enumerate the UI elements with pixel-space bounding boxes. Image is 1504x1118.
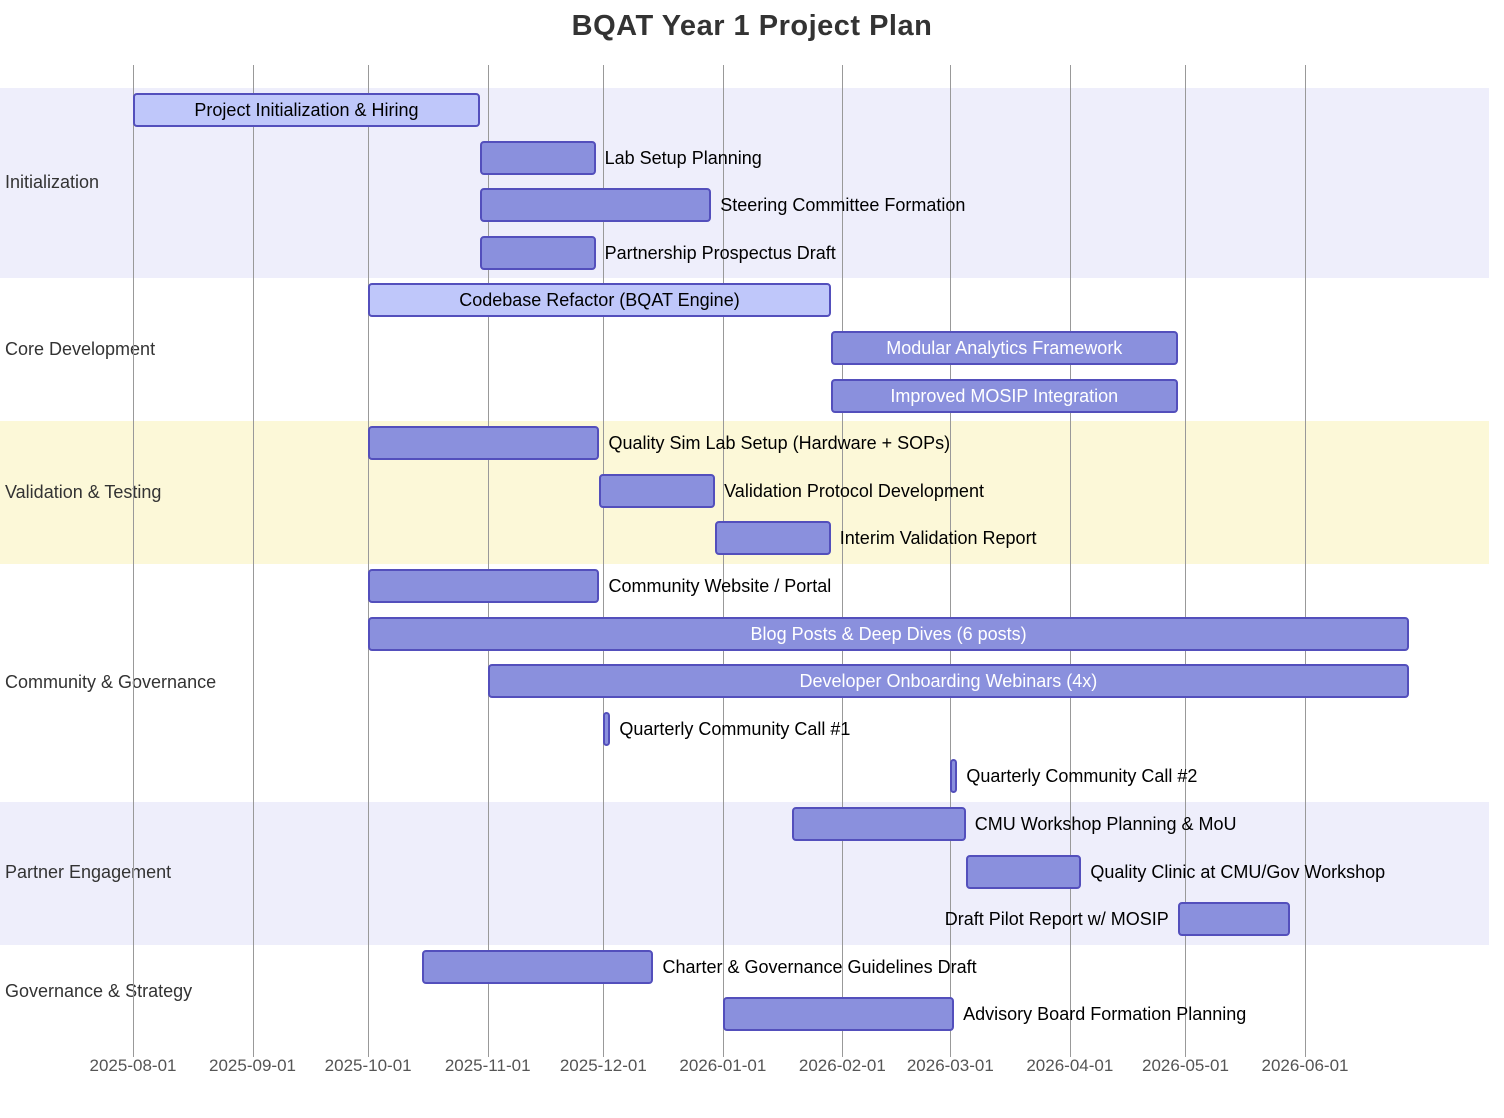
axis-tick (1069, 1050, 1071, 1057)
task-bar (133, 93, 480, 127)
task-label: Advisory Board Formation Planning (963, 1004, 1247, 1025)
task-label: Lab Setup Planning (604, 147, 762, 168)
axis-tick-label: 2025-11-01 (444, 1056, 531, 1075)
task-bar (1177, 902, 1290, 937)
task-label: CMU Workshop Planning & MoU (974, 814, 1237, 834)
task-label: Partnership Prospectus Draft (604, 242, 836, 263)
task-bar (830, 331, 1178, 365)
task-bar (368, 283, 831, 318)
axis-tick-label: 2025-09-01 (209, 1056, 296, 1075)
section-label: Initialization (5, 172, 100, 193)
axis-tick-label: 2026-01-01 (679, 1056, 767, 1075)
task-bar (722, 997, 955, 1032)
axis-tick (950, 1050, 952, 1057)
axis-tick-label: 2025-08-01 (89, 1056, 177, 1075)
axis-tick (368, 1050, 370, 1057)
section-label: Core Development (5, 338, 156, 359)
task-label: Interim Validation Report (839, 528, 1037, 549)
gridline (133, 65, 134, 1050)
task-label: Blog Posts & Deep Dives (6 posts) (750, 623, 1027, 644)
chart-title: BQAT Year 1 Project Plan (571, 10, 933, 42)
gridline (1305, 65, 1306, 1050)
task-bar (368, 569, 600, 603)
task-bar (715, 521, 831, 556)
task-bar (422, 949, 654, 984)
axis-tick (133, 1050, 134, 1057)
gridline (252, 65, 254, 1050)
gridline (603, 65, 605, 1050)
task-label: Developer Onboarding Webinars (4x) (799, 671, 1098, 692)
task-label: Quarterly Community Call #1 (619, 718, 851, 739)
task-label: Charter & Governance Guidelines Draft (662, 956, 977, 977)
gridline (368, 65, 370, 1050)
axis-tick (252, 1050, 254, 1057)
task-label: Draft Pilot Report w/ MOSIP (944, 909, 1169, 930)
axis-tick-label: 2026-06-01 (1261, 1056, 1349, 1075)
axis-tick (1185, 1050, 1187, 1057)
gridline (1069, 65, 1071, 1050)
axis-tick (1305, 1050, 1306, 1057)
axis-tick (603, 1050, 605, 1057)
gridline (950, 65, 952, 1050)
axis-tick-label: 2026-04-01 (1026, 1056, 1114, 1075)
axis-tick-label: 2026-05-01 (1142, 1056, 1229, 1075)
gridline (1185, 65, 1187, 1050)
axis-tick (842, 1050, 844, 1057)
section-label: Partner Engagement (5, 862, 172, 883)
task-bar (368, 616, 1410, 651)
task-bar (599, 473, 716, 508)
gridline (487, 65, 489, 1050)
gridline (722, 65, 724, 1050)
task-bar (487, 664, 1410, 699)
axis-tick-label: 2026-03-01 (906, 1056, 994, 1075)
axis-tick (487, 1050, 489, 1057)
task-label: Quarterly Community Call #2 (966, 766, 1198, 787)
gridline (842, 65, 844, 1050)
task-label: Project Initialization & Hiring (194, 100, 419, 120)
axis-tick-label: 2025-10-01 (324, 1056, 412, 1075)
task-bar (479, 235, 596, 270)
task-bar (965, 854, 1082, 889)
task-label: Improved MOSIP Integration (890, 385, 1119, 406)
task-label: Community Website / Portal (608, 576, 832, 596)
axis-tick-label: 2026-02-01 (798, 1056, 886, 1075)
section-label: Validation & Testing (5, 481, 162, 502)
task-bar (792, 807, 966, 841)
section-label: Community & Governance (5, 672, 217, 692)
task-label: Quality Sim Lab Setup (Hardware + SOPs) (608, 433, 951, 454)
task-bar (603, 711, 611, 746)
task-label: Quality Clinic at CMU/Gov Workshop (1090, 861, 1386, 882)
task-bar (368, 426, 600, 461)
task-bar (479, 188, 712, 223)
task-label: Codebase Refactor (BQAT Engine) (459, 290, 740, 311)
task-label: Validation Protocol Development (724, 480, 984, 501)
axis-tick (722, 1050, 724, 1057)
section-label: Governance & Strategy (5, 981, 193, 1002)
task-label: Steering Committee Formation (720, 195, 966, 216)
task-bar (950, 759, 958, 794)
task-bar (479, 140, 596, 175)
axis-tick-label: 2025-12-01 (559, 1056, 647, 1075)
task-label: Modular Analytics Framework (886, 338, 1123, 358)
task-bar (830, 378, 1178, 413)
